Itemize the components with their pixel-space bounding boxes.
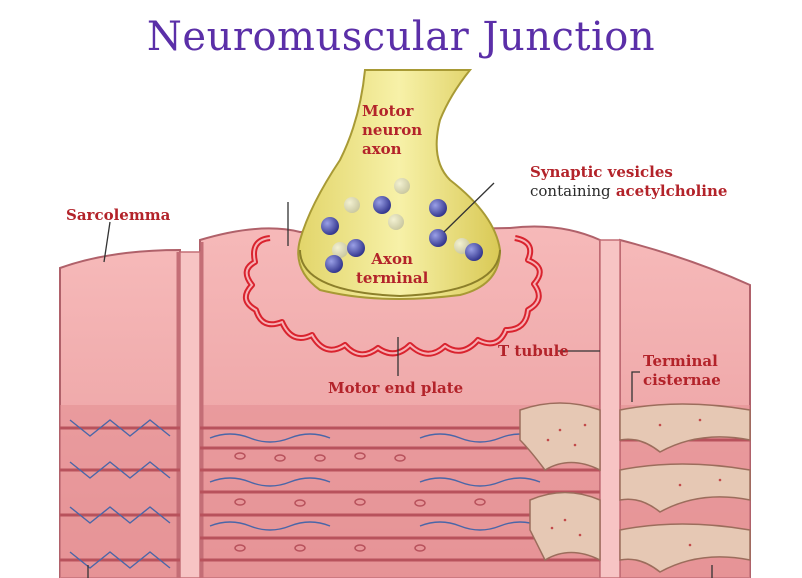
leader-lines [87,182,713,578]
synaptic-vesicles [321,178,483,273]
myosin-heads [234,452,486,552]
label-synaptic-vesicles: Synaptic vesicles containing acetylcholi… [530,163,728,200]
label-terminal-cisternae: Terminal cisternae [643,352,721,389]
sarcoplasmic-reticulum [519,402,751,573]
sr-speckles [546,418,722,547]
label-motor-neuron-axon: Motor neuron axon [362,102,423,158]
filament-zigzag [69,419,541,569]
label-axon-terminal: Axon terminal [356,250,429,287]
label-t-tubule: T tubule [498,342,569,360]
page-title: Neuromuscular Junction [146,14,656,60]
label-motor-end-plate: Motor end plate [328,379,464,397]
t-tubules [176,239,621,578]
axon-terminal-base [299,249,501,298]
label-sarcolemma: Sarcolemma [66,206,171,224]
